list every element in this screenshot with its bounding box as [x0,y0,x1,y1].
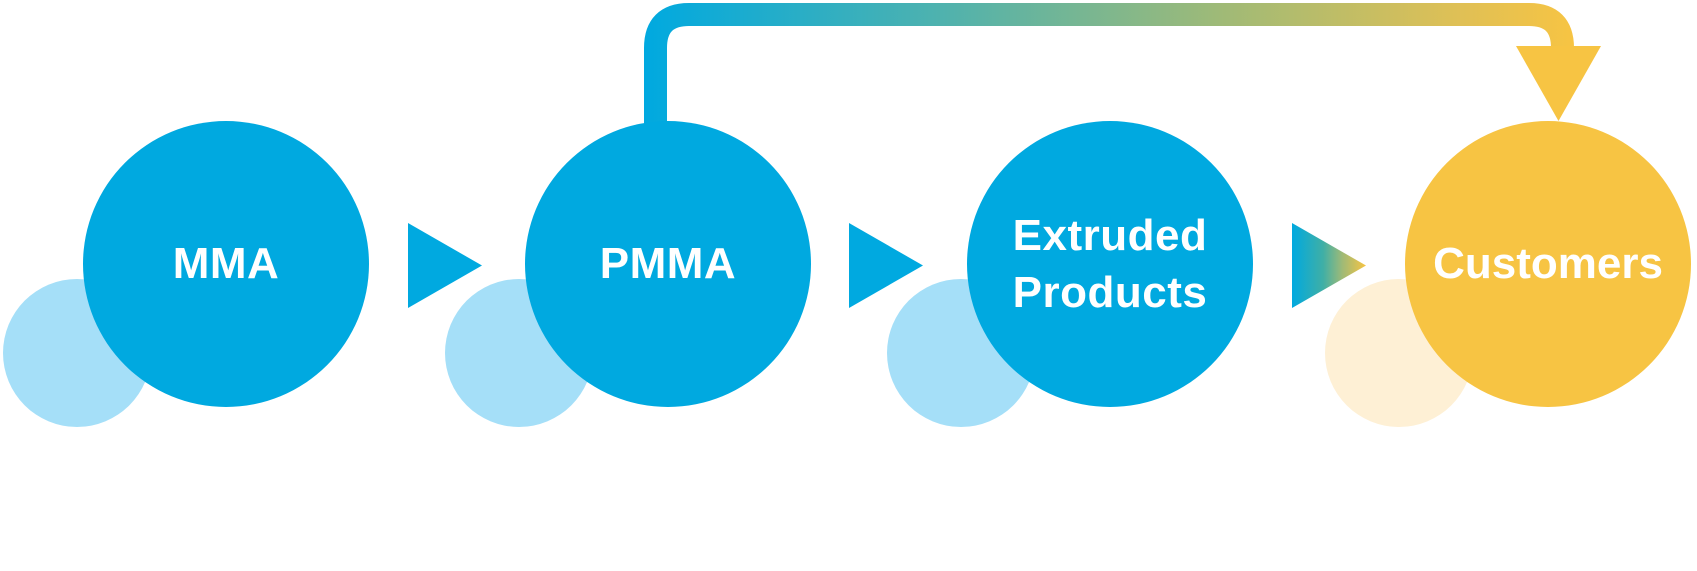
node-customers: Customers [1325,121,1691,427]
node-circle: MMA [83,121,369,407]
node-circle: PMMA [525,121,811,407]
node-circle: Extruded Products [967,121,1253,407]
node-label: Extruded Products [1012,210,1208,317]
node-label: PMMA [599,239,737,289]
node-label: Customers [1433,239,1663,289]
node-pmma: PMMA [445,121,811,427]
node-label: MMA [172,239,280,289]
node-circle: Customers [1405,121,1691,407]
node-extruded-products: Extruded Products [887,121,1253,427]
flow-arrow-icon [849,223,923,308]
node-mma: MMA [3,121,369,427]
